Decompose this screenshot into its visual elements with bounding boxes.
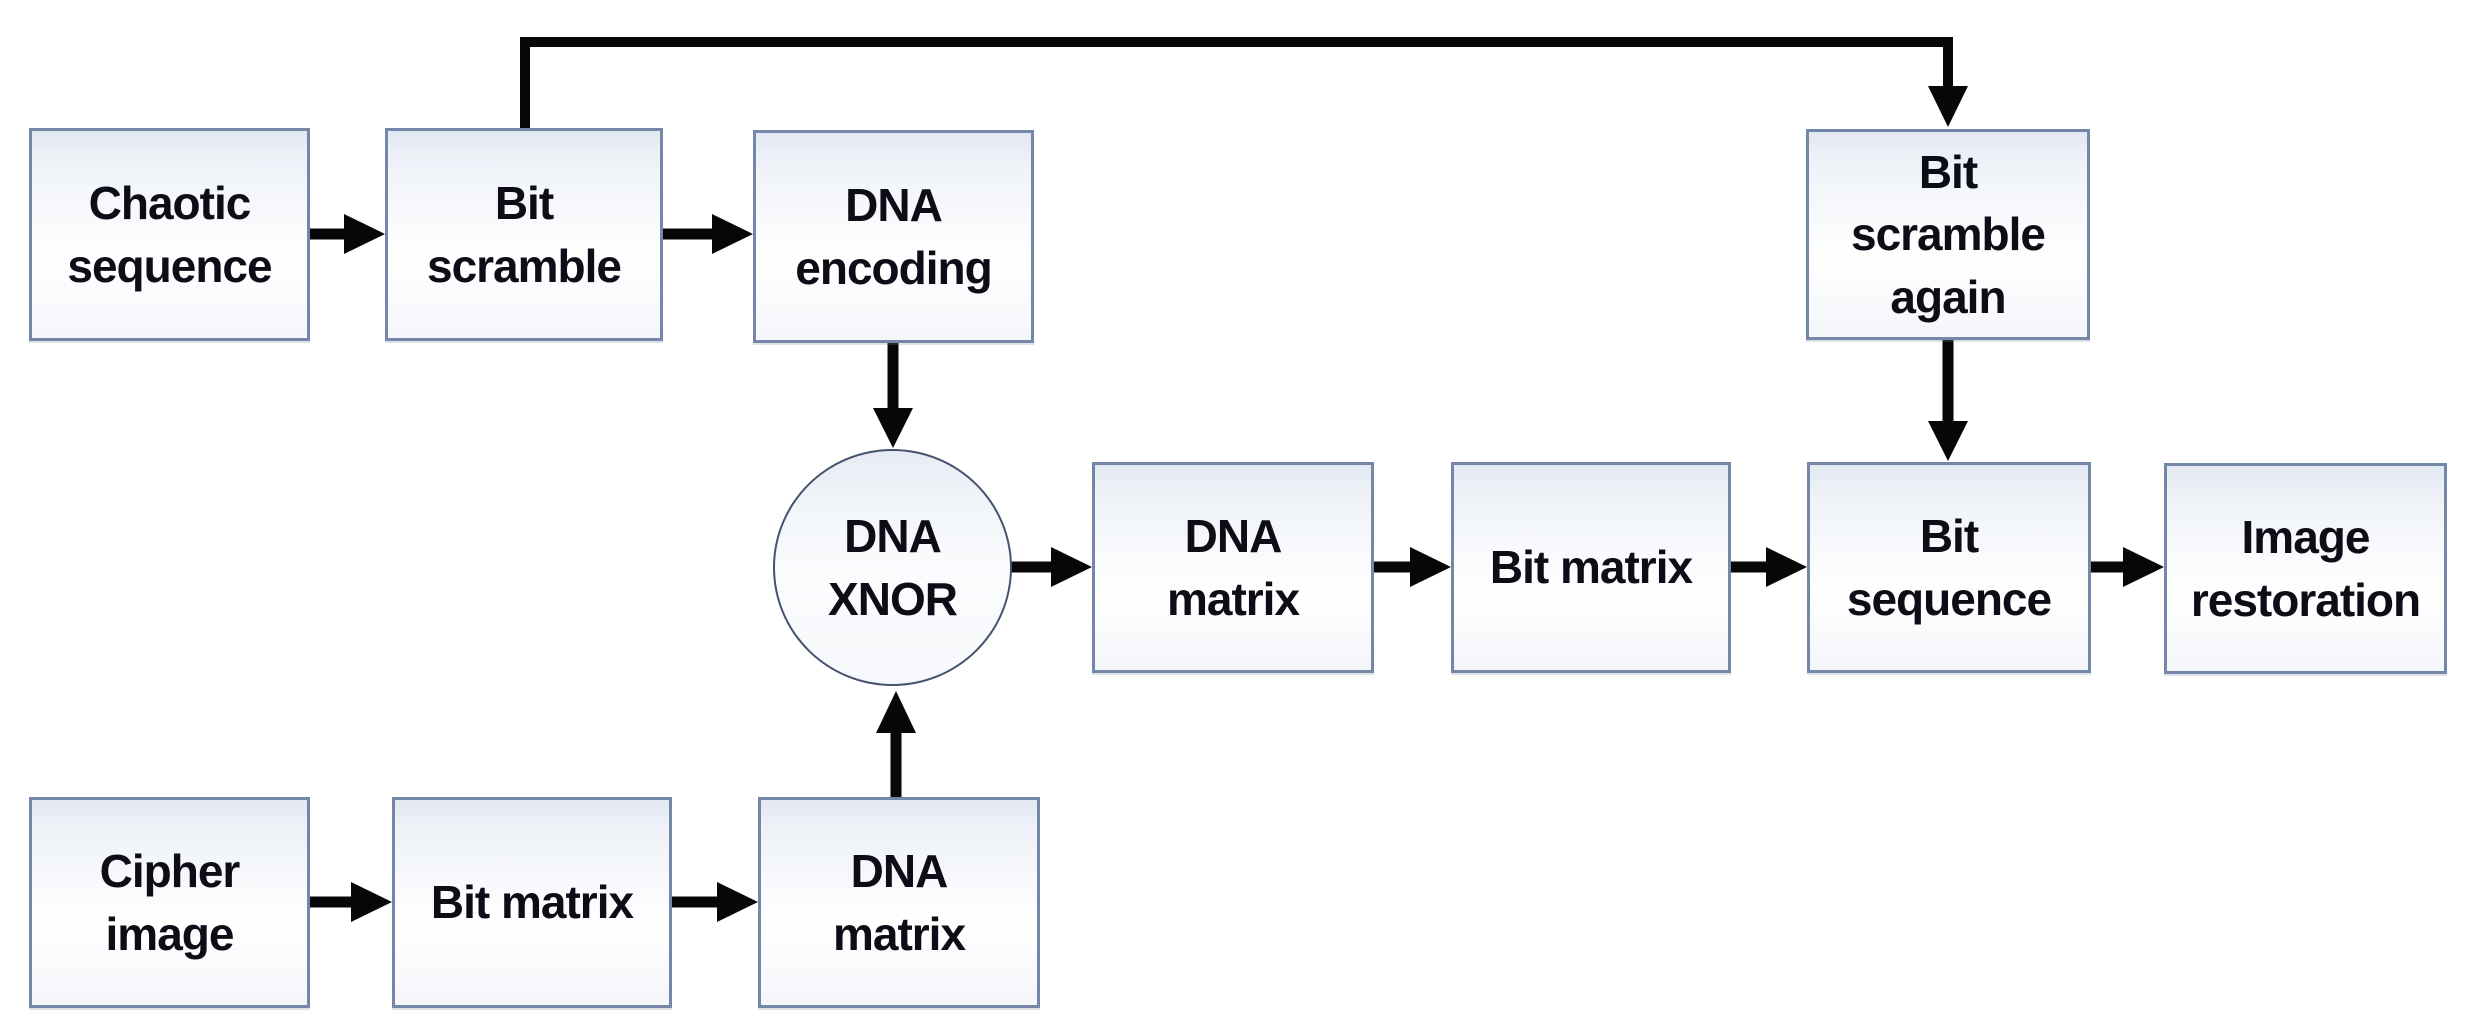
node-bit-matrix-middle: Bit matrix	[1451, 462, 1731, 673]
arrow-chaotic-to-bit-scramble	[308, 214, 385, 254]
node-label-image-restoration: Image restoration	[2190, 510, 2421, 626]
node-label-dna-encoding: DNA encoding	[795, 178, 992, 294]
node-bit-scramble: Bit scramble	[385, 128, 663, 341]
arrow-bit-matrix-to-dna-matrix-bottom	[670, 882, 758, 922]
node-bit-sequence: Bit sequence	[1807, 462, 2091, 673]
node-image-restoration: Image restoration	[2164, 463, 2447, 674]
arrow-bit-sequence-to-image-restoration	[2089, 547, 2164, 587]
arrow-bit-scramble-again-to-bit-sequence	[1928, 338, 1968, 461]
node-label-dna-xnor: DNA XNOR	[828, 509, 958, 625]
node-label-bit-matrix-middle: Bit matrix	[1489, 541, 1693, 594]
node-label-cipher-image: Cipher image	[99, 844, 241, 960]
arrow-dna-encoding-to-dna-xnor	[873, 341, 913, 448]
node-dna-xnor: DNA XNOR	[773, 449, 1012, 686]
node-label-dna-matrix-bottom: DNA matrix	[832, 844, 966, 960]
arrow-dna-matrix-to-bit-matrix	[1372, 547, 1451, 587]
arrow-cipher-image-to-bit-matrix	[308, 882, 392, 922]
node-label-dna-matrix-middle: DNA matrix	[1166, 509, 1300, 625]
arrow-dna-matrix-bottom-to-dna-xnor	[876, 691, 916, 799]
node-bit-matrix-bottom: Bit matrix	[392, 797, 672, 1008]
node-label-chaotic-sequence: Chaotic sequence	[67, 176, 272, 292]
node-dna-matrix-middle: DNA matrix	[1092, 462, 1374, 673]
arrow-bit-scramble-to-bit-scramble-again	[520, 37, 1968, 130]
arrow-bit-matrix-to-bit-sequence	[1729, 547, 1807, 587]
node-dna-encoding: DNA encoding	[753, 130, 1034, 343]
node-dna-matrix-bottom: DNA matrix	[758, 797, 1040, 1008]
node-label-bit-scramble: Bit scramble	[426, 176, 622, 292]
node-cipher-image: Cipher image	[29, 797, 310, 1008]
node-chaotic-sequence: Chaotic sequence	[29, 128, 310, 341]
arrow-bit-scramble-to-dna-encoding	[661, 214, 753, 254]
node-label-bit-matrix-bottom: Bit matrix	[430, 876, 634, 929]
node-label-bit-scramble-again: Bit scramble again	[1850, 145, 2046, 323]
arrow-dna-xnor-to-dna-matrix	[1010, 547, 1092, 587]
node-label-bit-sequence: Bit sequence	[1846, 509, 2052, 625]
node-bit-scramble-again: Bit scramble again	[1806, 129, 2090, 340]
